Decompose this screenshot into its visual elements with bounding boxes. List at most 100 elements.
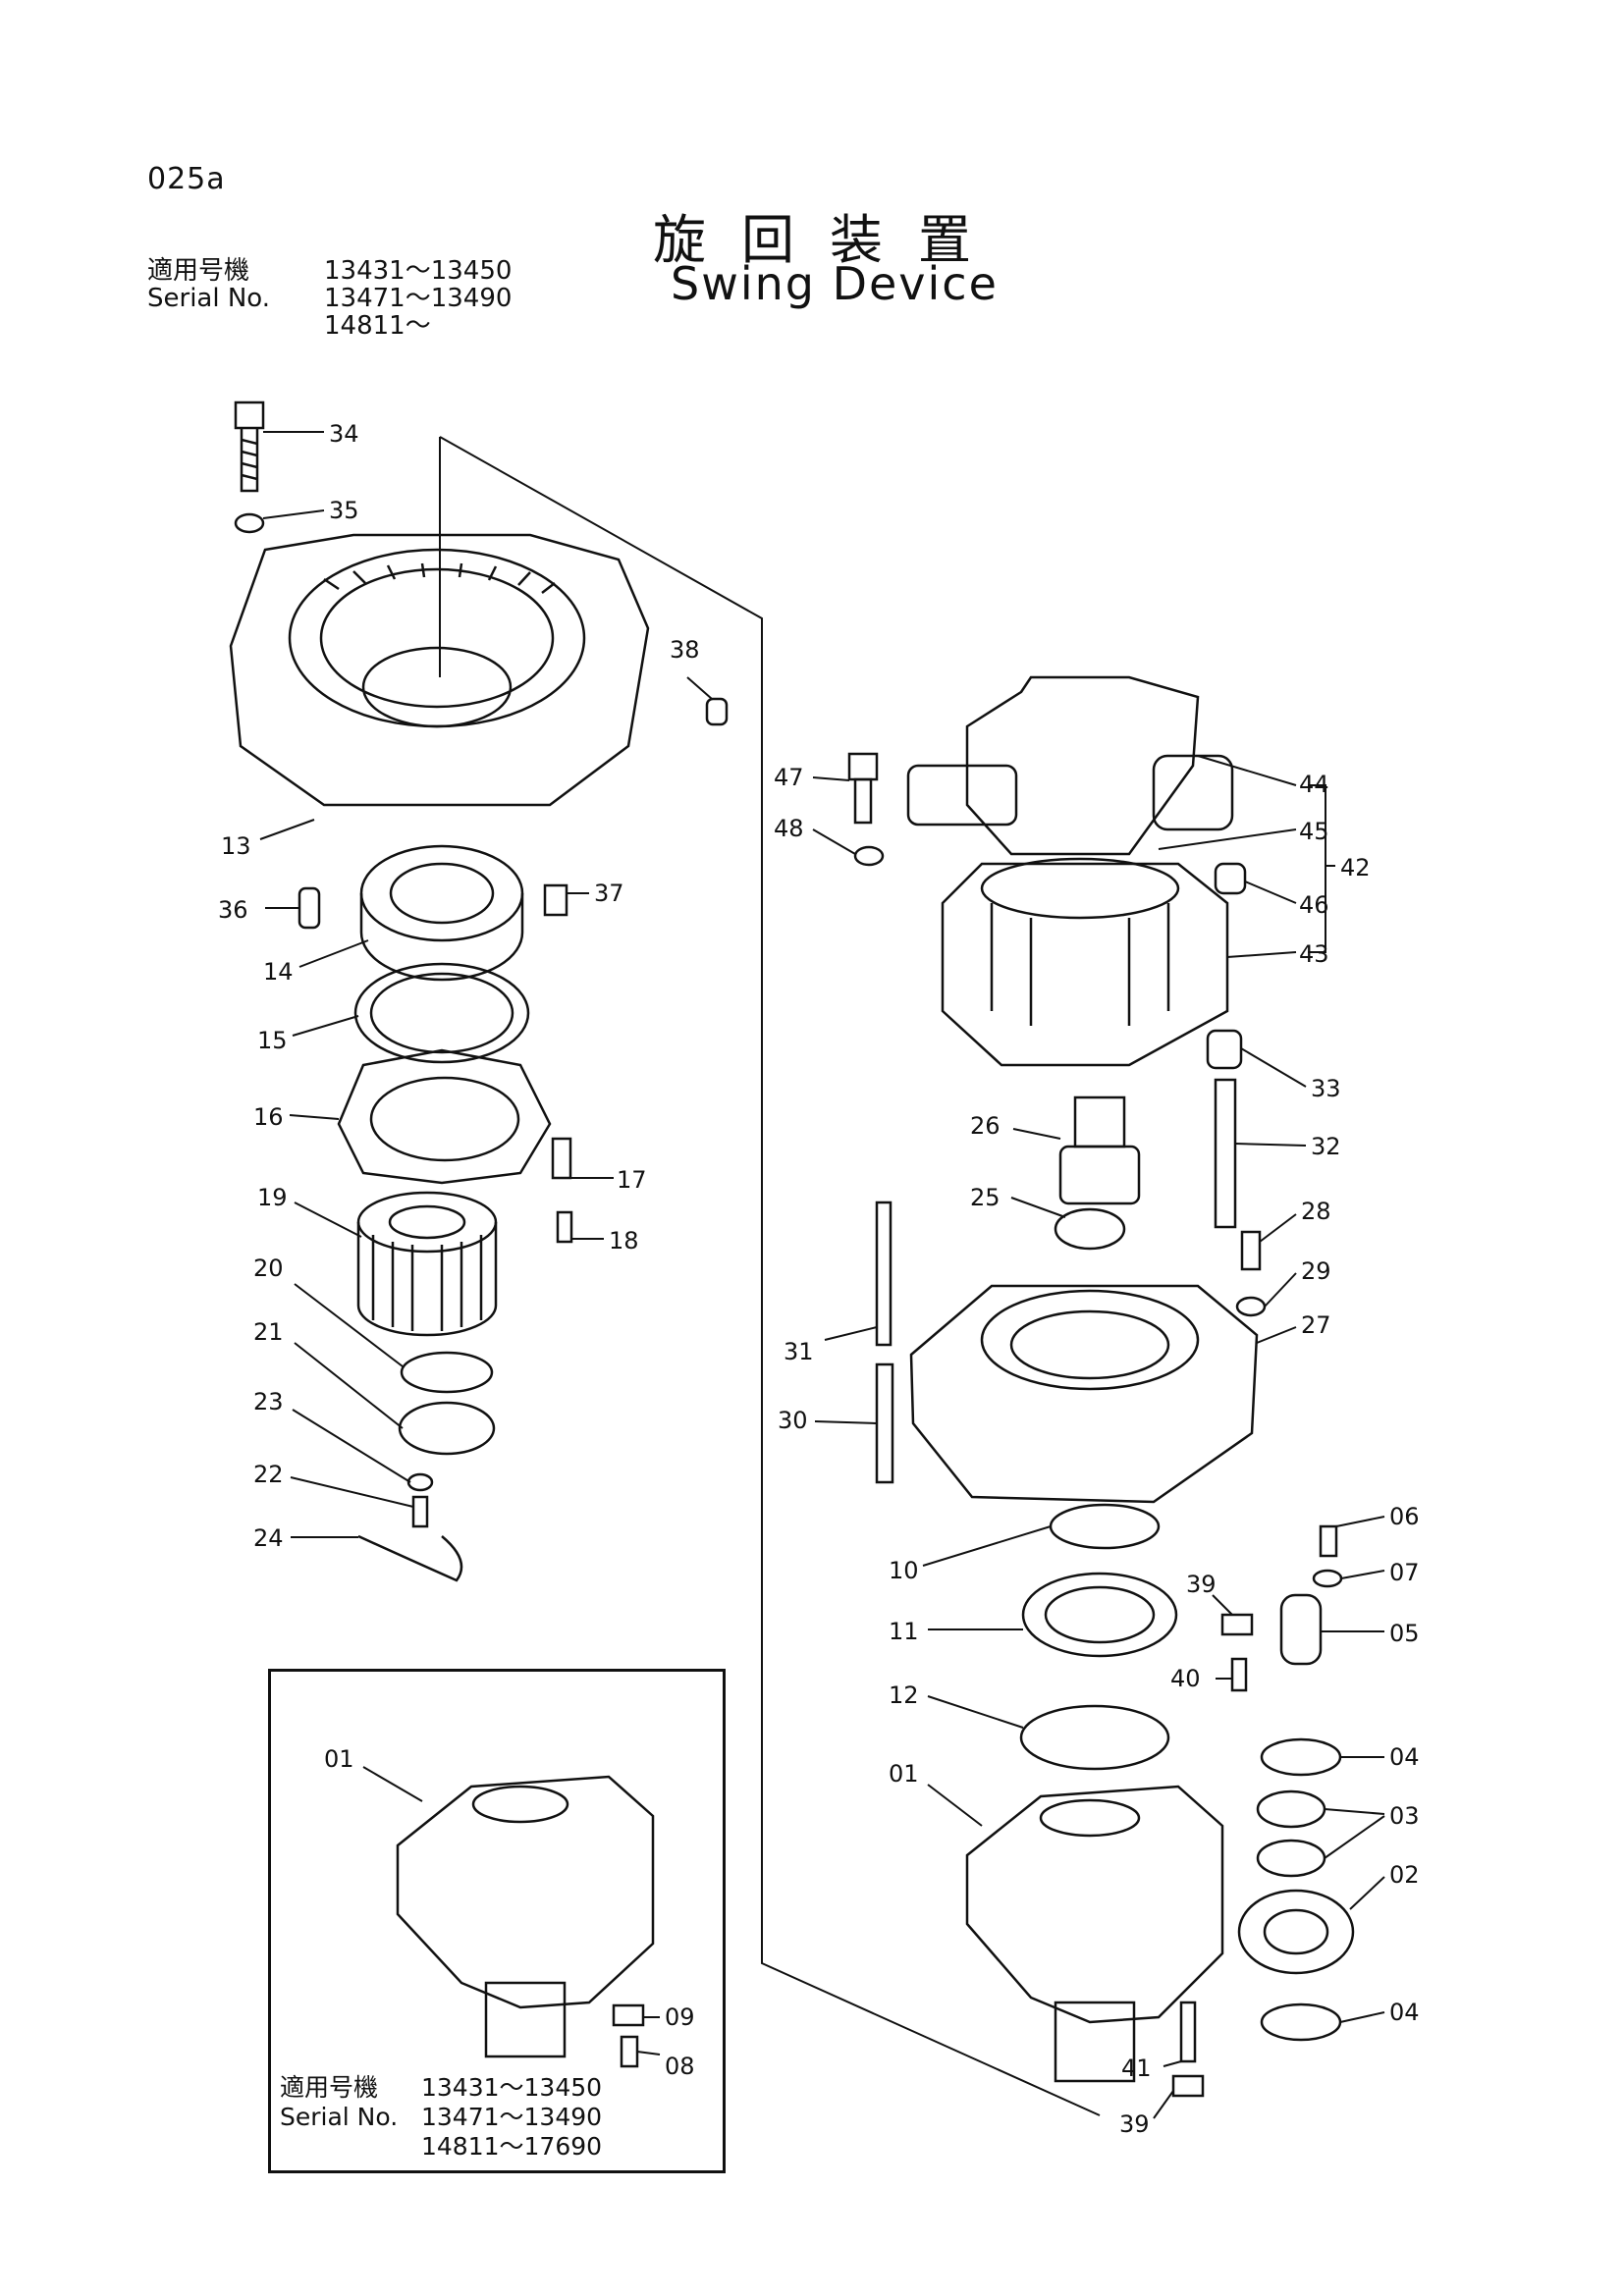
part-10-snap-ring [1049, 1503, 1161, 1550]
page-code: 025a [147, 162, 226, 196]
part-label-33: 33 [1311, 1075, 1341, 1102]
inset-serial-range-2: 13471～13490 [421, 2103, 603, 2131]
part-label-43: 43 [1299, 940, 1329, 968]
part-20-o-ring [400, 1351, 494, 1394]
part-06-screw [1319, 1524, 1338, 1558]
part-label-21: 21 [253, 1318, 284, 1346]
part-31-rod [875, 1201, 893, 1347]
part-label-32: 32 [1311, 1133, 1341, 1160]
part-19-gear [356, 1191, 498, 1337]
inset-serial-label-spacer [280, 2132, 421, 2162]
part-14-bearing [359, 844, 524, 982]
part-33-cap [1206, 1029, 1243, 1070]
part-label-42: 42 [1340, 854, 1371, 881]
part-label-15: 15 [257, 1027, 288, 1054]
part-40-pin [1230, 1657, 1248, 1692]
part-26-shaft [1058, 1095, 1141, 1205]
part-16-plate [337, 1048, 552, 1185]
part-label-34: 34 [329, 420, 359, 448]
part-label-06: 06 [1389, 1503, 1420, 1530]
part-label-40: 40 [1170, 1665, 1201, 1692]
part-21-thrust-plate [398, 1401, 496, 1456]
part-27-housing [909, 1284, 1259, 1504]
inset-label-08: 08 [665, 2053, 695, 2080]
serial-range-1: 13431～13450 [324, 256, 513, 286]
inset-part-01-carrier [396, 1775, 655, 2058]
part-label-19: 19 [257, 1184, 288, 1211]
part-label-35: 35 [329, 497, 359, 524]
part-label-45: 45 [1299, 818, 1329, 845]
part-28-bolt [1240, 1230, 1262, 1271]
part-label-14: 14 [263, 958, 294, 986]
part-12-snap-ring [1019, 1704, 1170, 1771]
inset-label-01: 01 [324, 1745, 354, 1773]
part-07-washer [1312, 1569, 1343, 1588]
part-label-29: 29 [1301, 1257, 1331, 1285]
part-05-sleeve [1279, 1593, 1323, 1666]
part-29-washer [1235, 1296, 1267, 1317]
part-label-18: 18 [609, 1227, 639, 1255]
part-label-20: 20 [253, 1255, 284, 1282]
part-label-17: 17 [617, 1166, 647, 1194]
part-15-seal [353, 962, 530, 1064]
part-34-bolt [234, 400, 265, 493]
inset-serial-label-en: Serial No. [280, 2103, 399, 2131]
part-38-pin [705, 697, 729, 726]
title-japanese: 旋回装置 [653, 209, 1006, 271]
part-48-washer [853, 845, 885, 867]
part-04-washer-upper [1260, 1737, 1342, 1777]
part-17-bracket [551, 1137, 572, 1180]
inset-part-08-bolt [620, 2035, 639, 2068]
part-label-11: 11 [889, 1618, 919, 1645]
part-42-hydraulic-motor [906, 675, 1234, 1067]
assembly-guide-line [439, 436, 1101, 2116]
part-label-10: 10 [889, 1557, 919, 1584]
inset-serial-range-3: 14811～17690 [421, 2132, 603, 2161]
part-39-bracket-lower [1171, 2074, 1205, 2098]
part-30-pin [875, 1362, 894, 1484]
part-label-16: 16 [253, 1103, 284, 1131]
part-label-31: 31 [784, 1338, 814, 1365]
part-label-13: 13 [221, 832, 251, 860]
inset-part-09-washer [612, 2003, 645, 2027]
part-04-washer-lower [1260, 2002, 1342, 2042]
part-47-bolt [847, 752, 879, 825]
part-22-bolt [411, 1495, 429, 1528]
inset-serial-block: 適用号機 13431～13450 Serial No. 13471～13490 … [280, 2073, 602, 2162]
part-label-47: 47 [774, 764, 804, 791]
part-25-plate [1054, 1207, 1126, 1251]
serial-range-2: 13471～13490 [324, 284, 513, 313]
part-label-46: 46 [1299, 891, 1329, 919]
inset-serial-range-1: 13431～13450 [421, 2073, 603, 2102]
serial-range-3: 14811～ [324, 311, 431, 341]
part-label-07: 07 [1389, 1559, 1420, 1586]
inset-label-09: 09 [665, 2003, 695, 2031]
part-label-36: 36 [218, 896, 248, 924]
part-label-44: 44 [1299, 771, 1329, 798]
part-11-bearing [1021, 1572, 1178, 1658]
part-label-41: 41 [1121, 2055, 1152, 2082]
part-37-plug [543, 883, 568, 917]
part-label-01: 01 [889, 1760, 919, 1788]
part-label-27: 27 [1301, 1311, 1331, 1339]
part-02-gear [1237, 1889, 1355, 1975]
part-01-carrier [965, 1785, 1224, 2083]
part-46-plug [1214, 862, 1247, 895]
serial-label-jp: 適用号機 [147, 256, 250, 286]
part-label-12: 12 [889, 1682, 919, 1709]
part-label-03: 03 [1389, 1802, 1420, 1830]
part-35-washer [234, 512, 265, 534]
part-13-ring-gear-housing [229, 533, 650, 807]
inset-frame [268, 1669, 726, 2173]
part-label-28: 28 [1301, 1198, 1331, 1225]
part-label-24: 24 [253, 1524, 284, 1552]
part-label-38: 38 [670, 636, 700, 664]
part-label-37: 37 [594, 880, 624, 907]
part-label-05: 05 [1389, 1620, 1420, 1647]
part-label-26: 26 [970, 1112, 1001, 1140]
part-32-pipe [1214, 1078, 1237, 1229]
part-39-bracket-upper [1220, 1613, 1254, 1636]
part-36-dowel [298, 886, 321, 930]
part-label-02: 02 [1389, 1861, 1420, 1889]
